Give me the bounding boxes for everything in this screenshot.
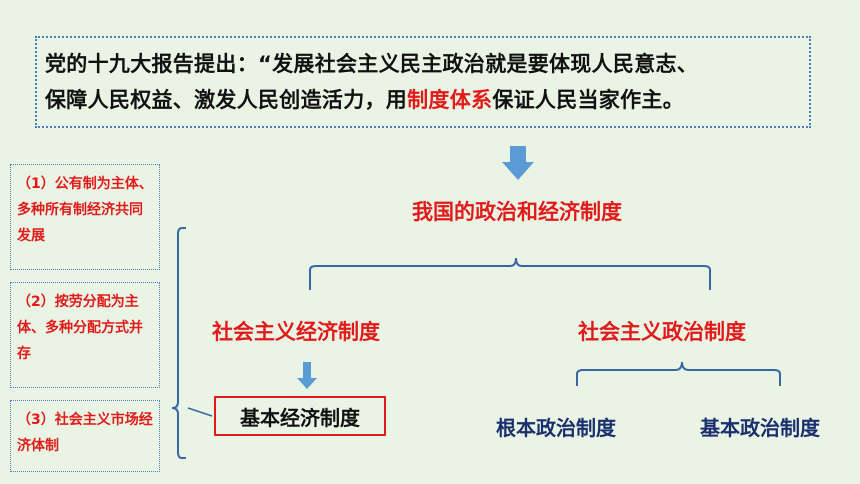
side-item-1: （1）公有制为主体、多种所有制经济共同发展 <box>10 164 160 270</box>
quote-box: 党的十九大报告提出：“发展社会主义民主政治就是要体现人民意志、 保障人民权益、激… <box>35 36 811 128</box>
down-arrow-icon <box>297 362 317 389</box>
quote-line-2: 保障人民权益、激发人民创造活力，用制度体系保证人民当家作主。 <box>45 82 809 118</box>
side-item-3: （3）社会主义市场经济体制 <box>10 400 160 472</box>
side-item-2: （2）按劳分配为主体、多种分配方式并存 <box>10 282 160 388</box>
quote-line-2-pre: 保障人民权益、激发人民创造活力，用 <box>45 88 408 112</box>
quote-line-2-post: 保证人民当家作主。 <box>492 88 685 112</box>
quote-highlight: 制度体系 <box>407 88 493 112</box>
connector-line <box>187 407 213 417</box>
political-system-node: 社会主义政治制度 <box>578 320 746 344</box>
basic-political-system-node: 基本政治制度 <box>700 416 820 440</box>
brace-icon <box>576 361 781 386</box>
quote-line-1: 党的十九大报告提出：“发展社会主义民主政治就是要体现人民意志、 <box>45 52 699 76</box>
economic-system-node: 社会主义经济制度 <box>212 320 380 344</box>
basic-economic-system-node: 基本经济制度 <box>214 396 386 436</box>
brace-icon <box>171 227 186 459</box>
brace-icon <box>309 257 711 290</box>
fundamental-political-system-node: 根本政治制度 <box>496 416 616 440</box>
top-node: 我国的政治和经济制度 <box>412 200 622 224</box>
down-arrow-icon <box>502 146 534 180</box>
